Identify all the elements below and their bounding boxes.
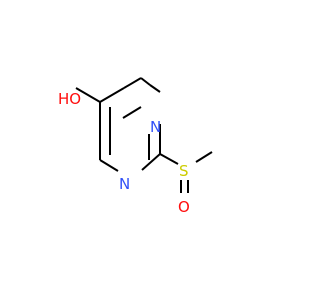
bond-layer <box>75 77 213 193</box>
hydroxyl-label: HO <box>58 90 81 108</box>
structure-canvas: HO N N S O <box>58 77 213 216</box>
ring-nitrogen-bottom-label: N <box>119 175 130 193</box>
sulfur-label: S <box>179 162 189 180</box>
bond-c4-n3 <box>99 159 119 172</box>
bond-c6-n1-inner <box>123 77 142 89</box>
bond-n1-edge <box>149 84 161 93</box>
bond-s-methyl <box>195 151 213 163</box>
bond-c2-n3-lower <box>141 153 161 171</box>
bond-c5-c6 <box>99 87 125 103</box>
bond-c5-oh <box>75 87 101 103</box>
ring-nitrogen-top-label: N <box>150 118 161 136</box>
bond-c6-n1 <box>140 77 151 86</box>
bond-c6-ring-top <box>122 106 142 119</box>
bond-c2-s <box>159 153 179 165</box>
molecule-diagram: HO N N S O <box>58 77 213 216</box>
sulfoxide-oxygen-label: O <box>178 198 190 216</box>
